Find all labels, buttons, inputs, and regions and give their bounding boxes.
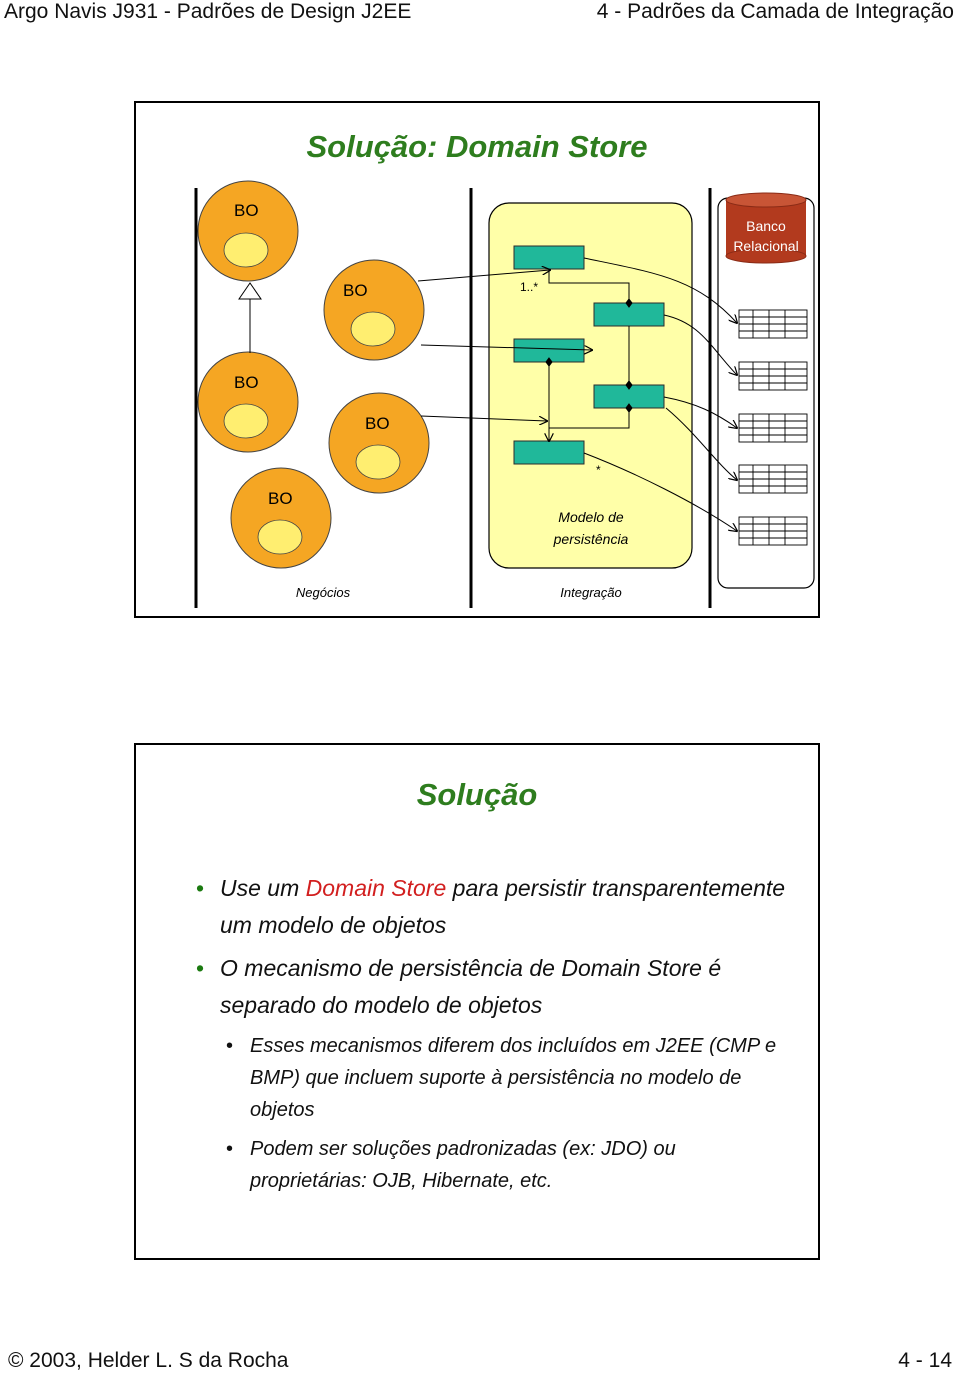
slide2-title: Solução <box>416 777 538 812</box>
bullet1-text-start: Use um <box>220 875 306 901</box>
footer-page-number: 4 - 14 <box>898 1349 952 1372</box>
bo-object-4 <box>328 392 430 494</box>
bullet2-text: O mecanismo de persistência de Domain St… <box>220 955 722 1018</box>
bullet-item: O mecanismo de persistência de Domain St… <box>196 950 788 1024</box>
bo-label: BO <box>268 489 293 508</box>
db-tables <box>738 309 808 546</box>
db-table-icon <box>738 464 808 494</box>
bullet-item: Use um Domain Store para persistir trans… <box>196 870 788 944</box>
layer-label-integration: Integração <box>560 585 621 600</box>
domain-store-diagram: BO BO BO BO BO Banco Relacional 1..* * M… <box>194 180 815 608</box>
bullet1-text-end: para persistir transparentemente um mode… <box>220 875 786 938</box>
bo-object-3 <box>197 351 299 453</box>
model-label-line1: Modelo de <box>558 509 624 525</box>
db-label-line2: Relacional <box>733 238 798 254</box>
header-chapter-title: 4 - Padrões da Camada de Integração <box>596 0 954 23</box>
sub-bullet1-text: Esses mecanismos diferem dos incluídos e… <box>250 1035 777 1121</box>
db-table-icon <box>738 516 808 546</box>
bo-object-5 <box>230 467 332 569</box>
entity-box <box>513 440 585 465</box>
bo-object-2 <box>323 259 425 361</box>
multiplicity-label: * <box>596 463 601 477</box>
sub-bullet-item: Podem ser soluções padronizadas (ex: JDO… <box>226 1133 788 1197</box>
model-to-db-arrows <box>583 257 737 531</box>
model-label-line2: persistência <box>553 531 629 547</box>
slide-domain-store-diagram: Solução: Domain Store <box>134 101 820 618</box>
sub-bullet2-text: Podem ser soluções padronizadas (ex: JDO… <box>250 1138 676 1192</box>
bo-object-1 <box>197 180 299 282</box>
bullet-list: Use um Domain Store para persistir trans… <box>196 870 788 1204</box>
bo-label: BO <box>343 281 368 300</box>
db-table-icon <box>738 361 808 391</box>
db-label-line1: Banco <box>746 218 786 234</box>
footer-copyright: © 2003, Helder L. S da Rocha <box>8 1349 289 1372</box>
layer-label-business: Negócios <box>296 585 351 600</box>
bo-to-model-arrows <box>417 270 592 421</box>
bo-label: BO <box>234 201 259 220</box>
persistence-model-panel <box>488 202 693 569</box>
bullet1-highlight: Domain Store <box>305 875 447 901</box>
bo-label: BO <box>365 414 390 433</box>
sub-bullet-item: Esses mecanismos diferem dos incluídos e… <box>226 1030 788 1126</box>
entity-associations <box>546 269 633 441</box>
slide-solution: Solução Use um Domain Store para persist… <box>134 743 820 1260</box>
bo-label: BO <box>234 373 259 392</box>
db-table-icon <box>738 309 808 339</box>
slide1-title: Solução: Domain Store <box>306 129 648 164</box>
inheritance-arrow <box>238 282 262 353</box>
multiplicity-label: 1..* <box>520 280 538 294</box>
database-cylinder-icon <box>725 192 807 264</box>
db-table-icon <box>738 413 808 443</box>
entity-box <box>513 245 585 270</box>
header-course-title: Argo Navis J931 - Padrões de Design J2EE <box>4 0 412 23</box>
